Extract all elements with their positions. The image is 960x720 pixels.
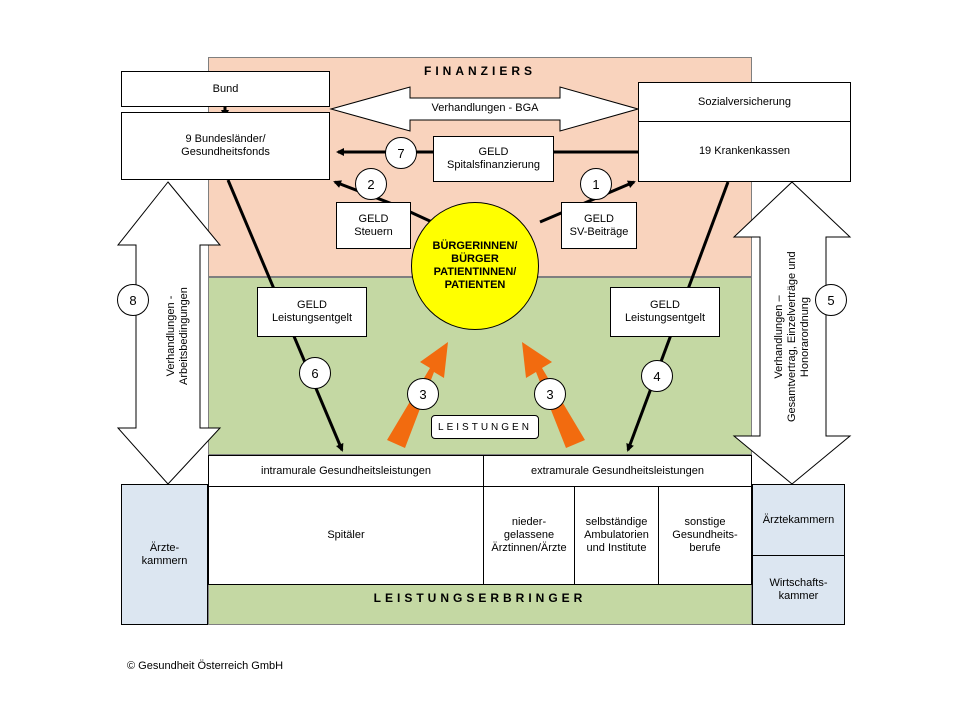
number-3-right-circle: 3 <box>534 378 566 410</box>
wirtschaftskammer-label-2: kammer <box>778 590 819 602</box>
verhandlungen-right-line-3: Honorarordnung <box>799 296 811 378</box>
number-2-label: 2 <box>367 176 375 192</box>
number-8-label: 8 <box>129 292 137 308</box>
geld-leistungsentgelt-right-box: GELD Leistungsentgelt <box>610 287 720 337</box>
intramural-label: intramurale Gesundheitsleistungen <box>261 464 431 477</box>
geld-spital-label-1: GELD <box>478 146 509 158</box>
geld-left-label-1: GELD <box>297 299 327 311</box>
aerztekammern-right-box: Ärztekammern <box>752 484 845 556</box>
ambulatorien-label-1: selbständige <box>585 516 648 528</box>
geld-steuern-label-2: Steuern <box>354 225 393 238</box>
geld-spital-label-2: Spitalsfinanzierung <box>447 159 540 171</box>
copyright-text: © Gesundheit Österreich GmbH <box>127 660 284 672</box>
niedergelassene-label-3: Ärztinnen/Ärzte <box>491 542 567 554</box>
bundeslaender-box: 9 Bundesländer/ Gesundheitsfonds <box>121 112 330 180</box>
number-6-label: 6 <box>311 365 319 381</box>
verhandlungen-bga-label: Verhandlungen - BGA <box>431 102 539 114</box>
ambulatorien-label-2: Ambulatorien <box>584 529 649 541</box>
sonstige-cell: sonstige Gesundheits- berufe <box>658 486 752 585</box>
sonstige-label-3: berufe <box>689 542 721 554</box>
extramural-label: extramurale Gesundheitsleistungen <box>530 464 705 477</box>
citizens-label-4: PATIENTEN <box>444 279 506 291</box>
sozialversicherung-box: Sozialversicherung <box>638 82 851 122</box>
wirtschaftskammer-box: Wirtschafts- kammer <box>752 555 845 625</box>
number-2-circle: 2 <box>355 168 387 200</box>
verhandlungen-left-text: Verhandlungen - Arbeitsbedingungen <box>165 271 193 401</box>
number-5-label: 5 <box>827 292 835 308</box>
finanziers-title: FINANZIERS <box>424 64 536 78</box>
citizens-circle: BÜRGERINNEN/ BÜRGER PATIENTINNEN/ PATIEN… <box>411 202 539 330</box>
geld-leistungsentgelt-left-box: GELD Leistungsentgelt <box>257 287 367 337</box>
aerztekammern-left-label-1: Ärzte- <box>149 541 180 554</box>
geld-steuern-label-1: GELD <box>358 212 389 225</box>
bundeslaender-label-2: Gesundheitsfonds <box>181 146 270 158</box>
niedergelassene-label-1: nieder- <box>511 516 547 528</box>
number-7-circle: 7 <box>385 137 417 169</box>
wirtschaftskammer-label-1: Wirtschafts- <box>769 577 828 589</box>
number-3-left-circle: 3 <box>407 378 439 410</box>
number-4-circle: 4 <box>641 360 673 392</box>
number-1-circle: 1 <box>580 168 612 200</box>
krankenkassen-label: 19 Krankenkassen <box>698 145 791 157</box>
ambulatorien-label-3: und Institute <box>586 542 647 554</box>
geld-sv-label-2: SV-Beiträge <box>569 225 629 238</box>
bund-box: Bund <box>121 71 330 107</box>
leistungen-title: LEISTUNGEN <box>438 421 532 433</box>
citizens-label-1: BÜRGERINNEN/ <box>432 240 518 252</box>
geld-right-label-1: GELD <box>650 299 680 311</box>
geld-left-label-2: Leistungsentgelt <box>271 312 353 324</box>
sonstige-label-2: Gesundheits- <box>672 529 738 541</box>
sozialversicherung-label: Sozialversicherung <box>698 95 791 108</box>
verhandlungen-left-line-2: Arbeitsbedingungen <box>178 287 190 385</box>
citizens-label-2: BÜRGER <box>451 253 499 265</box>
number-5-circle: 5 <box>815 284 847 316</box>
verhandlungen-left-line-1: Verhandlungen - <box>165 295 177 377</box>
extramural-header: extramurale Gesundheitsleistungen <box>483 455 752 487</box>
verhandlungen-right-line-1: Verhandlungen – <box>773 295 785 379</box>
bund-label: Bund <box>212 82 239 95</box>
number-6-circle: 6 <box>299 357 331 389</box>
number-4-label: 4 <box>653 368 661 384</box>
leistungen-title-box: LEISTUNGEN <box>431 415 539 439</box>
aerztekammern-right-label: Ärztekammern <box>762 513 835 526</box>
geld-spitalsfinanzierung-box: GELD Spitalsfinanzierung <box>433 136 554 182</box>
niedergelassene-label-2: gelassene <box>503 529 555 541</box>
geld-sv-beitraege-box: GELD SV-Beiträge <box>561 202 637 249</box>
geld-sv-label-1: GELD <box>584 212 614 225</box>
geld-right-label-2: Leistungsentgelt <box>624 312 706 324</box>
intramural-header: intramurale Gesundheitsleistungen <box>208 455 484 487</box>
bundeslaender-label-1: 9 Bundesländer/ <box>185 133 266 145</box>
number-3-left-label: 3 <box>419 386 427 402</box>
number-1-label: 1 <box>592 176 600 192</box>
leistungserbringer-title: LEISTUNGSERBRINGER <box>373 591 587 605</box>
niedergelassene-cell: nieder- gelassene Ärztinnen/Ärzte <box>483 486 575 585</box>
aerztekammern-left-box: Ärzte- kammern <box>121 484 208 625</box>
number-8-circle: 8 <box>117 284 149 316</box>
aerztekammern-left-label-2: kammern <box>141 554 188 567</box>
verhandlungen-right-text: Verhandlungen – Gesamtvertrag, Einzelver… <box>773 251 815 422</box>
number-3-right-label: 3 <box>546 386 554 402</box>
ambulatorien-cell: selbständige Ambulatorien und Institute <box>574 486 659 585</box>
verhandlungen-right-line-2: Gesamtvertrag, Einzelverträge und <box>786 251 798 422</box>
number-7-label: 7 <box>397 145 405 161</box>
sonstige-label-1: sonstige <box>684 516 726 528</box>
krankenkassen-box: 19 Krankenkassen <box>638 121 851 182</box>
geld-steuern-box: GELD Steuern <box>336 202 411 249</box>
spitaeler-label: Spitäler <box>327 529 365 541</box>
citizens-label-3: PATIENTINNEN/ <box>433 266 517 278</box>
spitaeler-cell: Spitäler <box>208 486 484 585</box>
